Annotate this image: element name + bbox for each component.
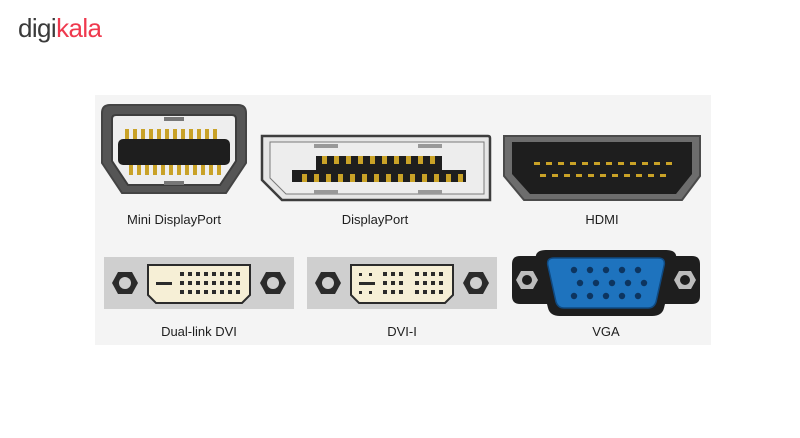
displayport-pins xyxy=(302,156,463,182)
dvi-i-label: DVI-I xyxy=(387,324,417,339)
vga-label: VGA xyxy=(592,324,620,339)
hdmi-pins xyxy=(534,162,672,177)
vga-screw-left-icon xyxy=(516,271,538,289)
digikala-logo[interactable]: digikala xyxy=(18,12,118,44)
displayport-label: DisplayPort xyxy=(341,212,409,227)
hdmi-connector xyxy=(500,134,704,204)
dvi-i-pins xyxy=(383,272,443,294)
mini-displayport-connector xyxy=(100,103,248,199)
logo-text-kala: kala xyxy=(56,13,102,43)
mini-displayport-label: Mini DisplayPort xyxy=(127,212,221,227)
hdmi-icon xyxy=(503,135,701,201)
mini-displayport-pins xyxy=(125,129,221,175)
mini-displayport-icon xyxy=(101,104,247,194)
vga-connector xyxy=(508,250,704,316)
dual-link-dvi-connector xyxy=(104,257,294,309)
dual-link-dvi-icon xyxy=(104,257,294,309)
logo-text-digi: digi xyxy=(18,13,57,43)
dvi-i-screw-right-icon xyxy=(463,272,489,294)
vga-screw-right-icon xyxy=(674,271,696,289)
dvi-screw-left-icon xyxy=(112,272,138,294)
dual-link-dvi-pins xyxy=(180,272,240,294)
dvi-i-icon xyxy=(307,257,497,309)
displayport-icon xyxy=(260,134,492,202)
dvi-i-analog-pins xyxy=(359,273,375,294)
dvi-i-screw-left-icon xyxy=(315,272,341,294)
hdmi-label: HDMI xyxy=(585,212,619,227)
dvi-i-connector xyxy=(307,257,497,309)
vga-pins xyxy=(570,266,648,300)
vga-icon xyxy=(512,250,700,316)
displayport-connector xyxy=(258,134,492,204)
dual-link-dvi-label: Dual-link DVI xyxy=(161,324,237,339)
dvi-screw-right-icon xyxy=(260,272,286,294)
